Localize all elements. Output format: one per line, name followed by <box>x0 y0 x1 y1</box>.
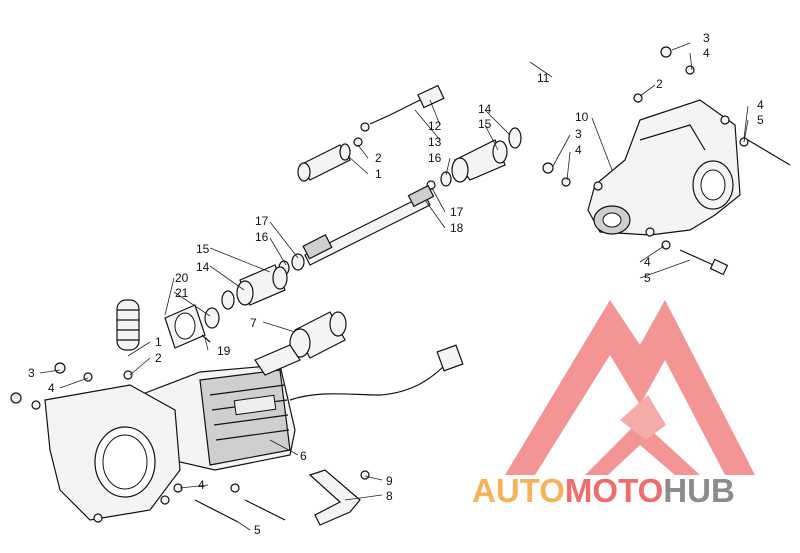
callout-8: 8 <box>386 489 393 503</box>
callout-15: 15 <box>478 117 492 131</box>
front-gear-case <box>587 99 741 237</box>
callout-4: 4 <box>198 478 205 492</box>
callout-7: 7 <box>250 316 257 330</box>
watermark-logo <box>505 300 755 475</box>
callout-labels: 3 4 2 11 4 5 10 14 15 12 13 3 4 16 2 1 1… <box>28 31 764 537</box>
bracket <box>308 469 370 526</box>
watermark-moto: MOTO <box>565 472 663 509</box>
callout-4: 4 <box>757 98 764 112</box>
callout-2: 2 <box>155 351 162 365</box>
callout-2: 2 <box>375 151 382 165</box>
lower-shift-boot <box>116 299 140 380</box>
callout-15: 15 <box>196 242 210 256</box>
boot-7 <box>289 311 347 359</box>
callout-5: 5 <box>644 271 651 285</box>
callout-4: 4 <box>575 143 582 157</box>
callout-3: 3 <box>575 127 582 141</box>
callout-20: 20 <box>175 271 189 285</box>
callout-12: 12 <box>428 119 442 133</box>
callout-17: 17 <box>450 205 464 219</box>
throttle-cable <box>360 52 649 132</box>
drive-shaft <box>302 184 435 266</box>
callout-18: 18 <box>450 221 464 235</box>
callout-2: 2 <box>656 77 663 91</box>
callout-13: 13 <box>428 135 442 149</box>
lower-boot <box>221 264 288 310</box>
output-flange <box>164 304 220 349</box>
callout-1: 1 <box>155 335 162 349</box>
callout-4: 4 <box>703 46 710 60</box>
callout-9: 9 <box>386 474 393 488</box>
callout-16: 16 <box>428 151 442 165</box>
watermark-text: AUTOMOTOHUB <box>472 472 735 509</box>
callout-17: 17 <box>255 214 269 228</box>
leader-lines <box>39 42 749 531</box>
callout-19: 19 <box>217 344 231 358</box>
callout-5: 5 <box>254 523 261 537</box>
watermark-auto: AUTO <box>472 472 565 509</box>
callout-3: 3 <box>703 31 710 45</box>
watermark-hub: HUB <box>663 472 735 509</box>
main-gearcase <box>139 344 464 471</box>
callout-14: 14 <box>196 260 210 274</box>
callout-11: 11 <box>537 71 550 85</box>
callout-4: 4 <box>644 255 651 269</box>
callout-14: 14 <box>478 102 492 116</box>
rear-gear-case <box>10 362 181 523</box>
upper-shift-boot <box>297 137 363 182</box>
callout-4: 4 <box>48 381 55 395</box>
rear-bolts <box>173 483 286 523</box>
callout-16: 16 <box>255 230 269 244</box>
callout-5: 5 <box>757 113 764 127</box>
callout-3: 3 <box>28 366 35 380</box>
callout-21: 21 <box>175 286 189 300</box>
callout-6: 6 <box>300 449 307 463</box>
callout-1: 1 <box>375 167 382 181</box>
callout-10: 10 <box>575 110 589 124</box>
